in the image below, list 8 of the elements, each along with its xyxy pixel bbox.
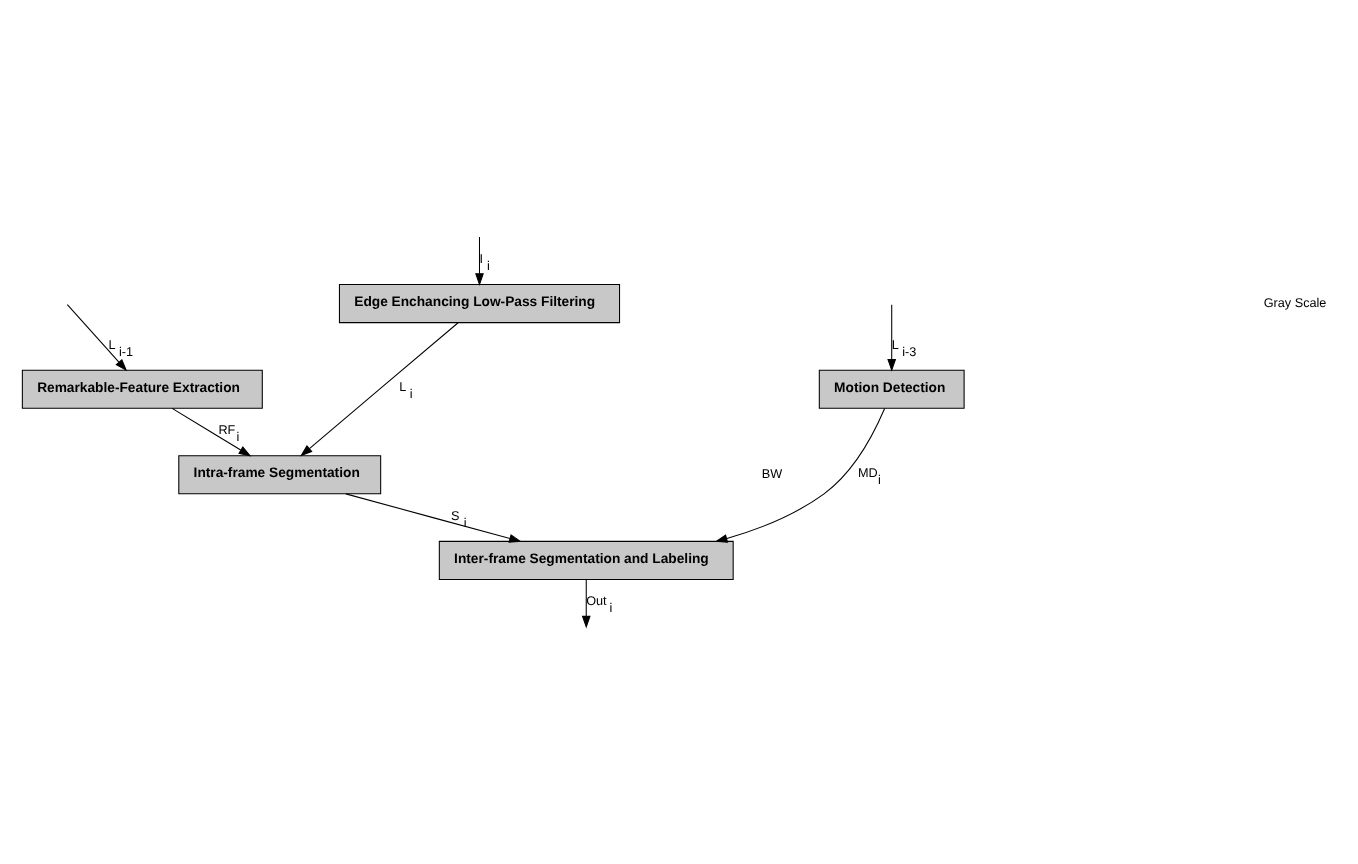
arrow [714, 408, 886, 543]
arrow [345, 493, 522, 543]
arrow [581, 579, 591, 629]
arrow [887, 304, 897, 372]
arrow [300, 322, 459, 457]
arrow [171, 407, 252, 457]
arrow [66, 304, 128, 372]
arrow [475, 236, 484, 286]
